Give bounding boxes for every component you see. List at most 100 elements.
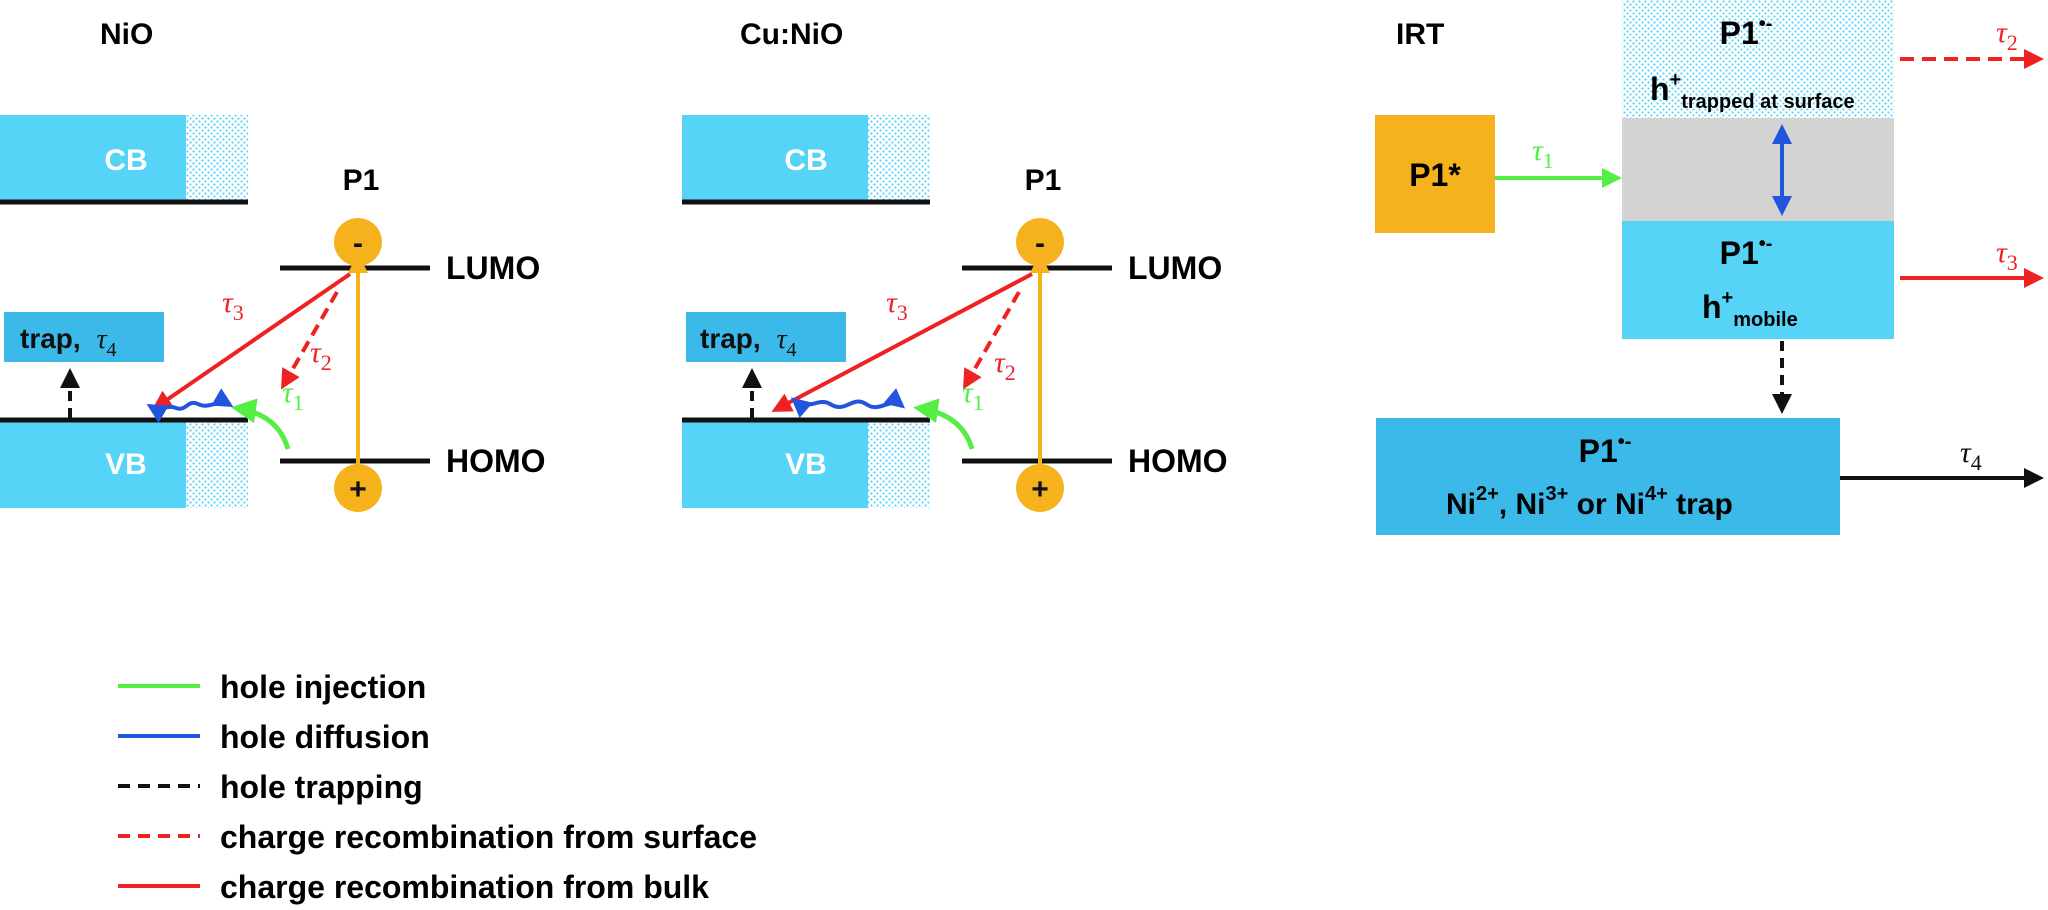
hole-diffusion-arrow bbox=[790, 388, 906, 418]
legend-label: charge recombination from surface bbox=[220, 819, 757, 855]
trap-desc-part: , Ni bbox=[1499, 488, 1546, 521]
cb-label: CB bbox=[784, 144, 827, 177]
tau2-symbol: τ bbox=[310, 336, 322, 369]
trap-desc-sup: 3+ bbox=[1545, 483, 1568, 505]
trap-desc-sup: 2+ bbox=[1476, 483, 1499, 505]
hole-plus-circle bbox=[1016, 464, 1064, 512]
trap-desc-sup: 4+ bbox=[1645, 483, 1668, 505]
trap-desc-part: or Ni bbox=[1568, 488, 1645, 521]
trap-text: trap, bbox=[20, 323, 81, 354]
trap-desc-part: Ni bbox=[1446, 488, 1476, 521]
tau1-subscript: 1 bbox=[293, 390, 304, 415]
tau4-label: τ4 bbox=[1960, 436, 1982, 475]
trap-desc-part: trap bbox=[1668, 488, 1733, 521]
tau1-symbol: τ bbox=[1532, 134, 1544, 167]
trap-species-text: P1 bbox=[1579, 433, 1618, 469]
legend-label: hole diffusion bbox=[220, 719, 430, 755]
tau1-symbol: τ bbox=[282, 376, 294, 409]
trap-tau-symbol: τ bbox=[776, 324, 787, 355]
cb-band-dotted-edge bbox=[868, 115, 930, 201]
lumo-label: LUMO bbox=[1128, 250, 1222, 286]
trap-tau-subscript: 4 bbox=[107, 339, 117, 361]
tau2-label: τ2 bbox=[310, 336, 332, 375]
mobile-state-box bbox=[1622, 221, 1894, 339]
hole-plus-sign: + bbox=[349, 473, 367, 506]
tau1-subscript: 1 bbox=[1543, 148, 1554, 173]
trap-tau-symbol: τ bbox=[96, 324, 107, 355]
legend-item-hole-trapping: hole trapping bbox=[118, 769, 423, 805]
trap-label: trap, τ4 bbox=[20, 323, 117, 361]
hole-plus-sign: + bbox=[1031, 473, 1049, 506]
tau1-label: τ1 bbox=[282, 376, 304, 415]
tau3-label: τ3 bbox=[1996, 236, 2018, 275]
legend-label: hole injection bbox=[220, 669, 426, 705]
panel-title-nio: NiO bbox=[100, 18, 153, 51]
homo-label: HOMO bbox=[446, 443, 546, 479]
vb-band-dotted-edge bbox=[186, 422, 248, 508]
hole-injection-arrow bbox=[231, 398, 291, 450]
mobile-hole-sub: mobile bbox=[1733, 309, 1797, 331]
trap-description-label: Ni2+, Ni3+ or Ni4+ trap bbox=[1446, 483, 1733, 521]
recombination-bulk-arrow bbox=[771, 272, 1033, 412]
trap-species-sup: •- bbox=[1618, 431, 1632, 453]
tau2-subscript: 2 bbox=[2007, 30, 2018, 55]
tau3-subscript: 3 bbox=[897, 300, 908, 325]
mobile-hole-text: h bbox=[1702, 289, 1722, 325]
mobile-hole-sup: + bbox=[1722, 287, 1734, 309]
vb-label: VB bbox=[785, 448, 827, 481]
lumo-label: LUMO bbox=[446, 250, 540, 286]
dye-label: P1 bbox=[1025, 164, 1062, 197]
trap-text: trap, bbox=[700, 323, 761, 354]
electron-minus-sign: - bbox=[1035, 227, 1045, 260]
trap-species-label: P1•- bbox=[1579, 431, 1632, 469]
legend: hole injection hole diffusion hole trapp… bbox=[118, 669, 757, 905]
trap-state-box bbox=[1376, 418, 1840, 535]
mobile-species-label: P1•- bbox=[1720, 233, 1773, 271]
tau4-subscript: 4 bbox=[1971, 450, 1982, 475]
legend-item-recombination-bulk: charge recombination from bulk bbox=[118, 869, 709, 905]
legend-label: charge recombination from bulk bbox=[220, 869, 709, 905]
mobile-species-sup: •- bbox=[1759, 233, 1773, 255]
tau3-label: τ3 bbox=[886, 286, 908, 325]
tau1-symbol: τ bbox=[962, 376, 974, 409]
tau2-label: τ2 bbox=[1996, 16, 2018, 55]
legend-label: hole trapping bbox=[220, 769, 423, 805]
tau3-subscript: 3 bbox=[2007, 250, 2018, 275]
tau3-symbol: τ bbox=[222, 286, 234, 319]
panel-title-irt: IRT bbox=[1396, 18, 1444, 51]
electron-minus-sign: - bbox=[353, 227, 363, 260]
hole-injection-arrow bbox=[913, 398, 975, 450]
legend-item-recombination-surface: charge recombination from surface bbox=[118, 819, 757, 855]
tau2-symbol: τ bbox=[994, 346, 1006, 379]
homo-label: HOMO bbox=[1128, 443, 1228, 479]
tau3-symbol: τ bbox=[886, 286, 898, 319]
recombination-bulk-arrow bbox=[151, 272, 352, 411]
mobile-hole-label: h+mobile bbox=[1702, 287, 1798, 331]
trap-box bbox=[4, 312, 164, 362]
tau3-symbol: τ bbox=[1996, 236, 2008, 269]
dye-label: P1 bbox=[343, 164, 380, 197]
surface-hole-text: h bbox=[1650, 71, 1670, 107]
excited-state-label: P1* bbox=[1409, 157, 1461, 193]
panel-title-cunio: Cu:NiO bbox=[740, 18, 843, 51]
tau2-subscript: 2 bbox=[1005, 360, 1016, 385]
cb-label: CB bbox=[104, 144, 147, 177]
tau1-label: τ1 bbox=[962, 376, 984, 415]
trap-box bbox=[686, 312, 846, 362]
trap-tau-subscript: 4 bbox=[787, 339, 797, 361]
cb-band bbox=[682, 115, 868, 201]
legend-item-hole-injection: hole injection bbox=[118, 669, 426, 705]
legend-item-hole-diffusion: hole diffusion bbox=[118, 719, 430, 755]
tau2-label: τ2 bbox=[994, 346, 1016, 385]
hole-diffusion-arrow bbox=[146, 388, 234, 423]
cb-band bbox=[0, 115, 186, 201]
trap-label: trap, τ4 bbox=[700, 323, 797, 361]
intermediate-band bbox=[1622, 118, 1894, 221]
tau1-label: τ1 bbox=[1532, 134, 1554, 173]
panel-cunio: Cu:NiO CB VB trap, τ4 LUMO HOMO P1 - + τ… bbox=[682, 18, 1228, 512]
cb-band-dotted-edge bbox=[186, 115, 248, 201]
surface-species-sup: •- bbox=[1759, 13, 1773, 35]
tau3-subscript: 3 bbox=[233, 300, 244, 325]
panel-irt: IRT P1* τ1 P1•- h+trapped at surface P1•… bbox=[1375, 0, 2044, 535]
